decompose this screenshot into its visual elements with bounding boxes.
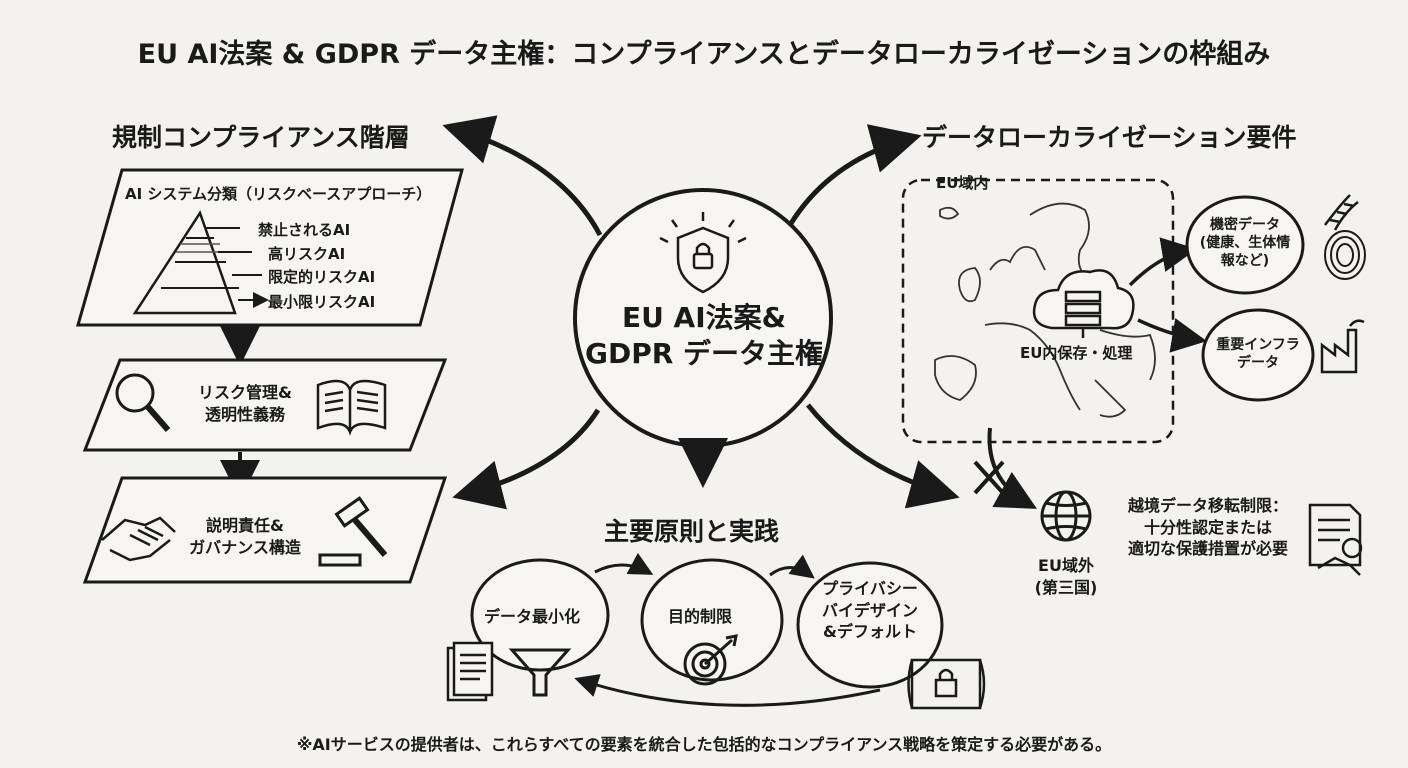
level-high-risk: 高リスクAI xyxy=(268,245,346,263)
diagram-title: EU AI法案 & GDPR データ主権：コンプライアンスとデータローカライゼー… xyxy=(137,39,1271,70)
footnote: ※AIサービスの提供者は、これらすべての要素を統合した包括的なコンプライアンス戦… xyxy=(296,735,1112,754)
cycle-arrows xyxy=(574,552,881,707)
outside-eu-text: EU域外 (第三国) xyxy=(1034,556,1098,597)
principle-purpose-limitation: 目的制限 xyxy=(668,607,733,626)
documents-icon xyxy=(446,641,494,702)
level-minimal-risk: 最小限リスクAI xyxy=(268,293,376,311)
principles-heading: 主要原則と実践 xyxy=(604,517,780,546)
center-label: EU AI法案& GDPR データ主権 xyxy=(584,301,824,371)
eu-zone xyxy=(901,178,1175,444)
classification-label: AI システム分類（リスクベースアプローチ） xyxy=(125,185,432,203)
localization-heading: データローカライゼーション要件 xyxy=(922,123,1297,152)
critical-infra-circle xyxy=(1201,308,1315,402)
sensitive-data-text: 機密データ (健康、生体情 報など) xyxy=(1199,217,1291,270)
arrow-to-infra xyxy=(1137,318,1207,353)
globe-icon xyxy=(1040,490,1092,542)
cloud-server-icon xyxy=(1032,269,1135,338)
blueprint-lock-icon xyxy=(907,658,986,710)
level-limited-risk: 限定的リスクAI xyxy=(268,268,376,286)
principle-data-minimization: データ最小化 xyxy=(484,607,581,626)
book-icon xyxy=(316,379,387,436)
dna-icon xyxy=(1324,194,1359,231)
eu-zone-label: EU域内 xyxy=(936,174,989,192)
hub-arrows xyxy=(442,115,960,510)
transfer-restriction-text: 越境データ移転制限： 十分性認定または 適切な保護措置が必要 xyxy=(1127,496,1288,559)
europe-map-icon xyxy=(934,202,1156,418)
blocked-transfer-arrow xyxy=(987,427,1037,509)
principle-circles xyxy=(470,558,944,689)
sensitive-data-circle xyxy=(1185,195,1305,295)
storage-label: EU内保存・処理 xyxy=(1020,344,1133,362)
fingerprint-icon xyxy=(1324,230,1366,280)
principle-privacy-by-design: プライバシー バイデザイン &デフォルト xyxy=(821,579,918,642)
contract-icon xyxy=(1308,503,1363,576)
critical-infra-text: 重要インフラ データ xyxy=(1216,337,1300,372)
arrow-to-sensitive xyxy=(1128,237,1197,287)
block-x-icon xyxy=(973,460,1005,495)
target-icon xyxy=(683,634,738,686)
risk-box-text: リスク管理& 透明性義務 xyxy=(198,383,292,424)
factory-icon xyxy=(1320,319,1365,374)
magnifier-icon xyxy=(115,373,171,432)
funnel-icon xyxy=(508,648,572,697)
level-prohibited: 禁止されるAI xyxy=(258,221,351,239)
compliance-heading: 規制コンプライアンス階層 xyxy=(112,123,410,152)
shield-lock-icon xyxy=(659,212,747,294)
governance-box-text: 説明責任& ガバナンス構造 xyxy=(189,516,301,557)
handshake-icon xyxy=(101,516,176,562)
gavel-icon xyxy=(318,496,388,567)
classification-panel xyxy=(76,168,464,327)
